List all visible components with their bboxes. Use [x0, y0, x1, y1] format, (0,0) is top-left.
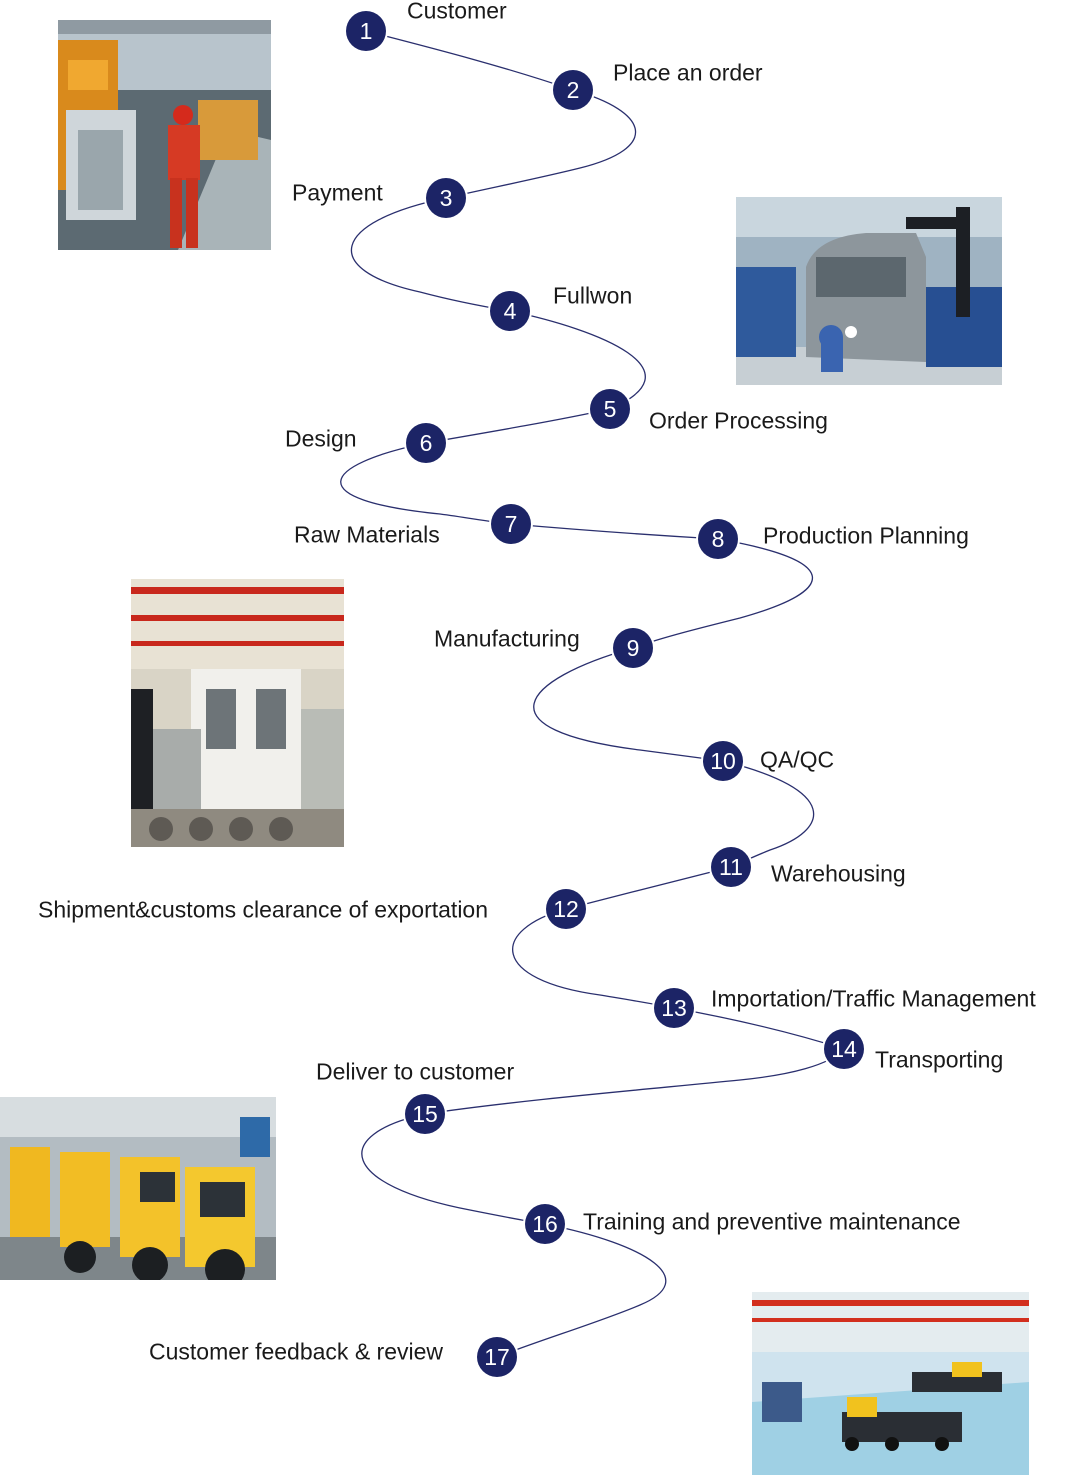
step-17-label: Customer feedback & review [149, 1338, 444, 1365]
step-3-label: Payment [292, 179, 383, 206]
step-11-label: Warehousing [771, 860, 906, 887]
step-9-badge: 9 [613, 628, 653, 668]
step-1-badge: 1 [346, 11, 386, 51]
step-6-badge: 6 [406, 423, 446, 463]
crane-assembly-hall-photo [752, 1292, 1029, 1475]
step-8-badge: 8 [698, 519, 738, 559]
step-14-label: Transporting [875, 1046, 1004, 1073]
step-12-label: Shipment&customs clearance of exportatio… [38, 896, 489, 923]
step-14-badge: 14 [824, 1029, 864, 1069]
step-5-label: Order Processing [649, 407, 828, 434]
step-2-label: Place an order [613, 59, 763, 86]
step-16-badge: 16 [525, 1204, 565, 1244]
step-10-badge: 10 [703, 741, 743, 781]
step-6-label: Design [285, 425, 357, 452]
step-11-badge: 11 [711, 847, 751, 887]
step-5-badge: 5 [590, 389, 630, 429]
step-1-label: Customer [407, 0, 507, 24]
factory-worker-photo [58, 20, 271, 250]
step-15-badge: 15 [405, 1094, 445, 1134]
step-7-label: Raw Materials [294, 521, 440, 548]
step-13-badge: 13 [654, 988, 694, 1028]
step-4-label: Fullwon [553, 282, 633, 309]
loader-assembly-line-photo [0, 1097, 276, 1280]
step-4-badge: 4 [490, 291, 530, 331]
machining-center-photo [131, 579, 344, 847]
step-3-badge: 3 [426, 178, 466, 218]
step-17-badge: 17 [477, 1337, 517, 1377]
step-10-label: QA/QC [760, 746, 835, 773]
step-16-label: Training and preventive maintenance [583, 1208, 961, 1235]
step-7-badge: 7 [491, 504, 531, 544]
step-15-label: Deliver to customer [316, 1058, 515, 1085]
step-12-badge: 12 [546, 889, 586, 929]
step-8-label: Production Planning [763, 522, 969, 549]
truck-cab-welding-photo [736, 197, 1002, 385]
step-9-label: Manufacturing [434, 625, 580, 652]
step-13-label: Importation/Traffic Management [711, 985, 1036, 1012]
step-2-badge: 2 [553, 70, 593, 110]
